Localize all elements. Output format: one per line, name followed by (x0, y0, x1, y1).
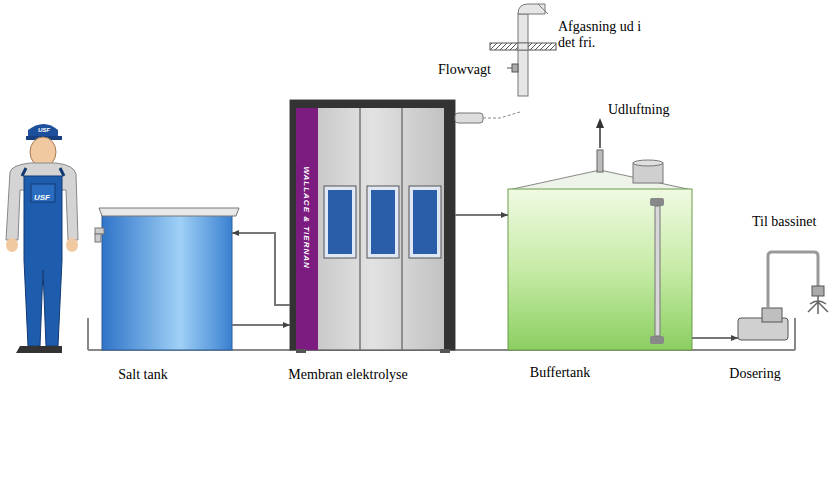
pipe-connector (692, 337, 738, 339)
equipment-label: Buffertank (530, 365, 590, 381)
annotation-label: Afgasning ud i det fri. (558, 19, 658, 51)
equipment-label: Membran elektrolyse (288, 367, 407, 383)
equipment-label: Dosering (729, 366, 780, 382)
equipment-node: Salt tank (102, 208, 232, 350)
equipment-node: WALLACE & TIERNANMembran elektrolyse (290, 100, 455, 350)
equipment-node: Buffertank (508, 170, 692, 350)
equipment-label: Salt tank (118, 367, 167, 383)
annotation-label: Udluftning (608, 102, 669, 118)
logo-text: USF (34, 193, 50, 202)
pipe-connector (455, 214, 508, 216)
pipe-connector (232, 233, 290, 305)
brand-text: WALLACE & TIERNAN (301, 167, 310, 269)
equipment-node: Dosering (738, 308, 790, 348)
pipe-connector (232, 324, 290, 326)
annotation-label: Til bassinet (752, 214, 816, 230)
annotation-label: Flowvagt (438, 62, 491, 78)
logo-text: USF (38, 127, 50, 134)
